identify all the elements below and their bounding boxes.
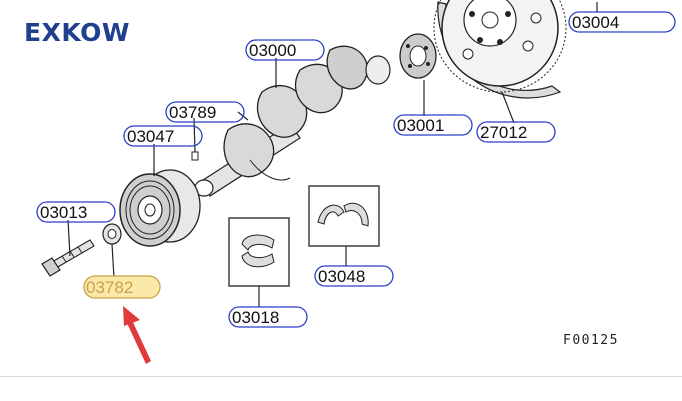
main-bearing-box	[228, 217, 290, 287]
drive-plate-drawing	[399, 33, 437, 79]
part-label-03048[interactable]: 03048	[318, 267, 365, 286]
part-label-03013[interactable]: 03013	[40, 203, 87, 222]
highlight-arrow-icon	[123, 306, 151, 364]
part-label-03782[interactable]: 03782	[86, 278, 133, 297]
part-label-03001[interactable]: 03001	[397, 116, 444, 135]
callout-bubbles	[36, 11, 676, 328]
bolt-drawing	[41, 239, 95, 277]
part-label-27012[interactable]: 27012	[480, 123, 527, 142]
washer-drawing	[102, 223, 122, 245]
thrust-bearing-box	[308, 185, 380, 247]
damper-pulley-drawing	[119, 169, 201, 247]
crankshaft-drawing	[194, 45, 391, 197]
flywheel-drawing	[433, 0, 567, 99]
bottom-divider	[0, 376, 682, 377]
figure-code: F00125	[563, 333, 619, 348]
brand-logo: EXKOW	[24, 18, 130, 47]
part-label-03000[interactable]: 03000	[249, 41, 296, 60]
part-label-03018[interactable]: 03018	[232, 308, 279, 327]
key-drawing	[191, 151, 199, 161]
part-label-03004[interactable]: 03004	[572, 13, 619, 32]
part-label-03047[interactable]: 03047	[127, 127, 174, 146]
part-label-03789[interactable]: 03789	[169, 103, 216, 122]
